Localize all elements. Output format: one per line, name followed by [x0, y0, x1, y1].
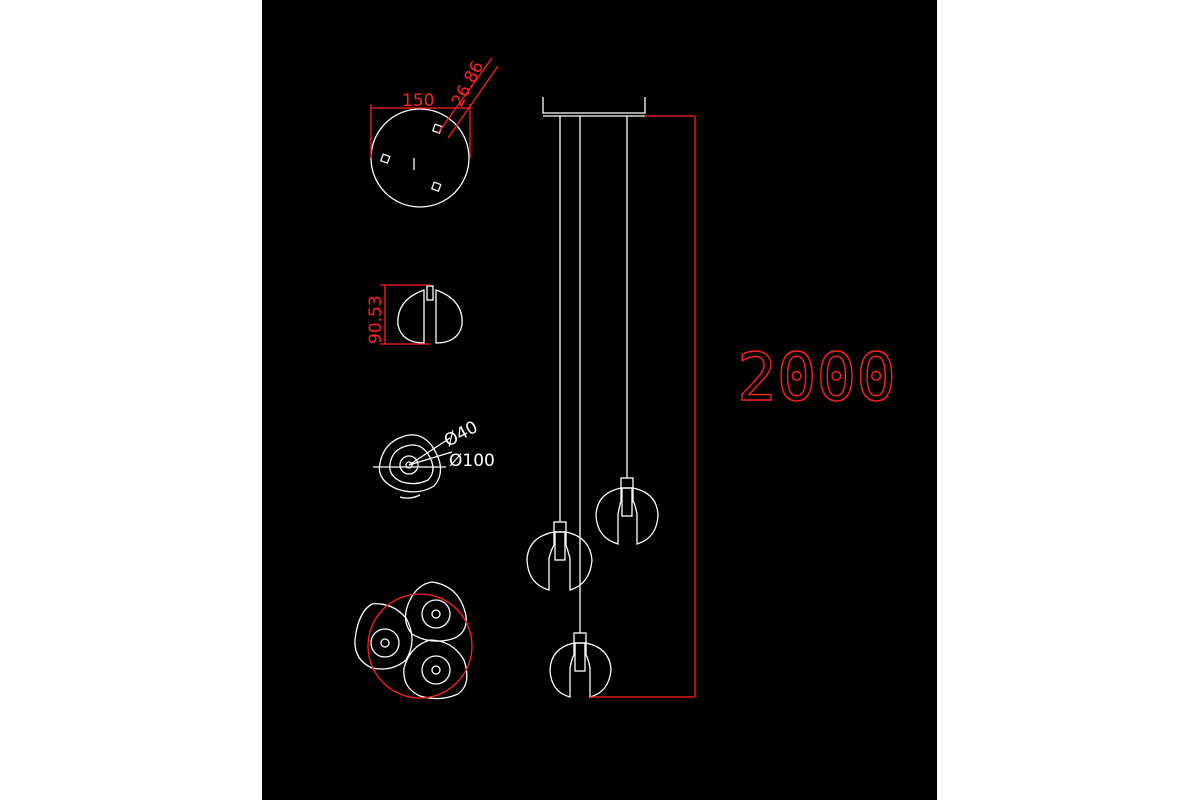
- canopy-screw-hole: [430, 181, 442, 192]
- shade-left-half: [397, 289, 425, 344]
- cluster-shade-ring: [370, 628, 400, 658]
- cluster-shade-center: [431, 609, 441, 619]
- leader-line: [447, 65, 499, 139]
- shade-socket-body: [574, 642, 586, 672]
- socket-inner-ring: [405, 461, 413, 469]
- cluster-shade-center: [431, 665, 441, 675]
- cluster-shade-center: [380, 638, 390, 648]
- cluster-shade-outline: [403, 639, 468, 700]
- total-drop-label: 2000: [737, 339, 896, 416]
- canopy-screw-hole: [379, 153, 391, 164]
- shade-outline: [378, 434, 442, 493]
- pendant-shade: [526, 521, 593, 591]
- diameter-leader: [408, 437, 451, 466]
- leader-line: [437, 57, 493, 134]
- shade-left-half: [526, 531, 555, 591]
- shade-socket-body: [621, 487, 633, 517]
- shade-right-half: [585, 642, 612, 698]
- shade-right-half: [632, 487, 659, 545]
- canopy-diameter-label: 150: [402, 91, 434, 111]
- cluster-outer-circle: [367, 593, 473, 699]
- shade-right-half: [435, 289, 463, 344]
- ceiling-canopy: [542, 97, 646, 114]
- pendant-shade: [595, 477, 659, 545]
- outer-diameter-label: Ø100: [449, 451, 495, 471]
- shade-left-half: [549, 642, 575, 698]
- pendant-elevation: [526, 97, 659, 698]
- canopy-dimensions: [370, 57, 499, 158]
- cluster-shade-ring: [421, 655, 451, 685]
- cluster-shade-outline: [354, 603, 413, 670]
- cluster-shade-ring: [421, 599, 451, 629]
- cluster-top-view: [354, 581, 468, 700]
- shade-left-half: [595, 487, 622, 545]
- shade-right-half: [565, 531, 593, 591]
- shade-top-view: [373, 434, 453, 499]
- rim-arc: [399, 494, 421, 499]
- diameter-leader: [408, 451, 453, 466]
- shade-height-dimension: [380, 284, 430, 345]
- socket-outer-ring: [399, 455, 419, 475]
- shade-side-view: [397, 285, 463, 344]
- pendant-shade: [549, 632, 612, 698]
- shade-height-label: 90.53: [366, 295, 386, 344]
- total-drop-dimension: [590, 115, 696, 698]
- cad-canvas-background: [262, 0, 937, 800]
- shade-inner-outline: [389, 444, 434, 485]
- shade-socket-body: [554, 531, 566, 561]
- shade-socket: [426, 285, 434, 301]
